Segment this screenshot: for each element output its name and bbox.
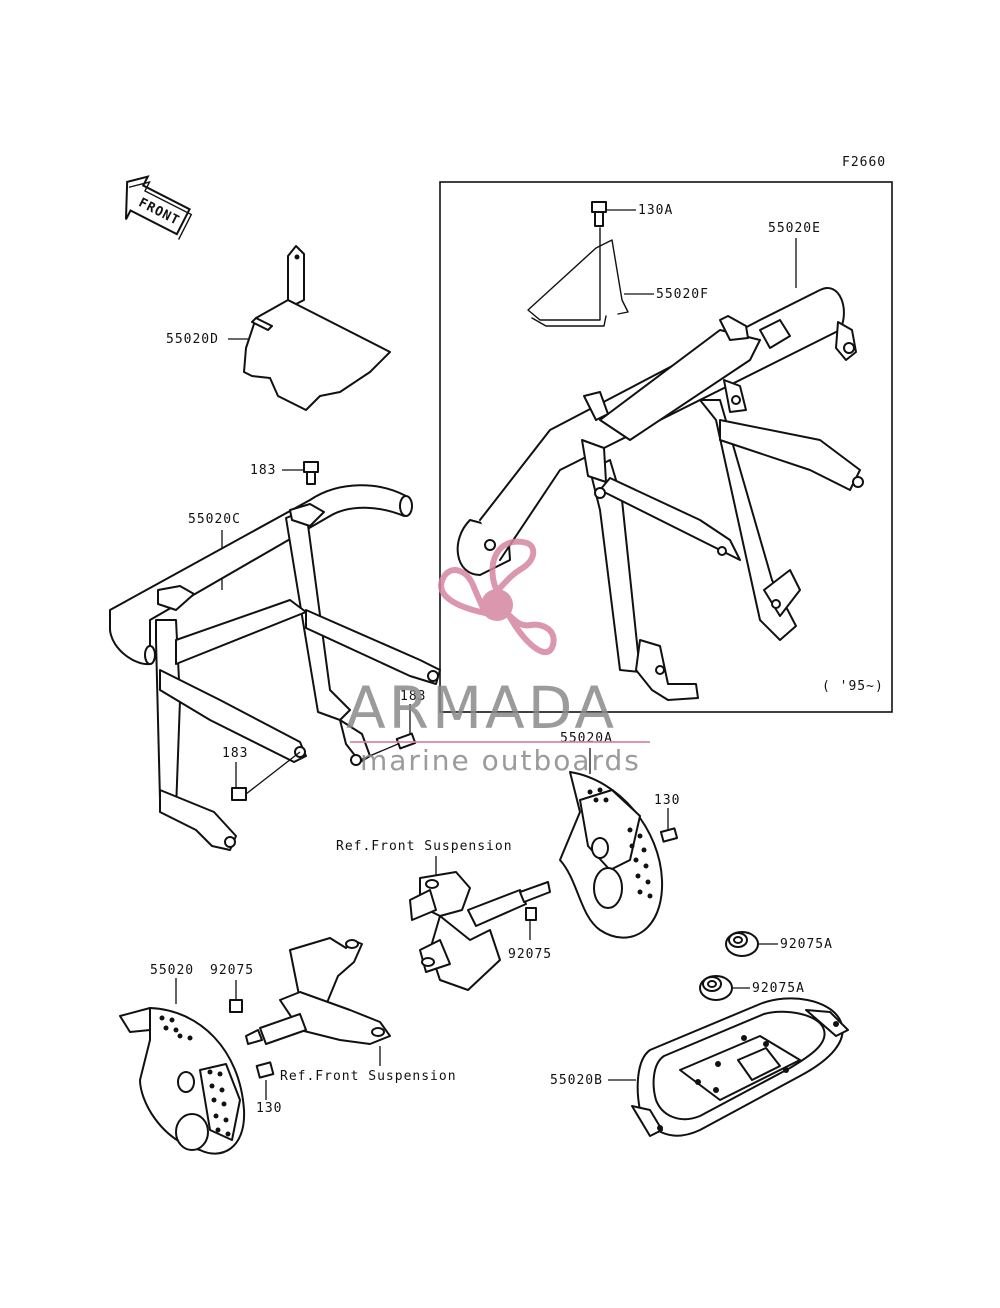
- label-183-left: 183: [222, 746, 248, 761]
- bushing-92075A-lower: [699, 975, 733, 1001]
- label-55020D: 55020D: [166, 332, 219, 347]
- label-92075-left: 92075: [210, 963, 254, 978]
- year-note: ( '95~): [822, 679, 884, 694]
- label-92075-mid: 92075: [508, 947, 552, 962]
- model-year-box: [439, 181, 893, 713]
- label-130-right: 130: [654, 793, 680, 808]
- front-arrow-icon: FRONT: [124, 175, 193, 240]
- bushing-92075A-upper: [725, 931, 759, 957]
- skid-plate-55020: [119, 1007, 246, 1155]
- bolt-130A: [591, 201, 607, 227]
- watermark-title: ARMADA: [346, 674, 617, 742]
- propeller-logo-icon: [438, 538, 557, 655]
- label-130A: 130A: [638, 203, 673, 218]
- bracket-55020F: [527, 227, 629, 327]
- label-55020F: 55020F: [656, 287, 709, 302]
- label-55020C: 55020C: [188, 512, 241, 527]
- footrest-55020B: [631, 997, 849, 1137]
- label-92075A-lower: 92075A: [752, 981, 805, 996]
- nut-92075-left: [229, 999, 243, 1013]
- label-55020: 55020: [150, 963, 194, 978]
- frame-55020C: [109, 484, 441, 851]
- skid-plate-55020A: [559, 771, 664, 939]
- bolt-130-left: [255, 1061, 275, 1079]
- label-92075A-upper: 92075A: [780, 937, 833, 952]
- diagram-code: F2660: [842, 155, 886, 170]
- label-55020B: 55020B: [550, 1073, 603, 1088]
- ref-front-suspension-upper: Ref.Front Suspension: [336, 839, 513, 854]
- frame-55020E: [456, 287, 864, 701]
- bolt-183-top: [303, 461, 319, 485]
- steering-knuckle-upper: [409, 871, 551, 991]
- label-130-left: 130: [256, 1101, 282, 1116]
- label-183-mid: 183: [400, 689, 426, 704]
- nut-92075-mid: [525, 907, 537, 921]
- bolt-130-right: [659, 827, 679, 843]
- bolt-183-left: [231, 751, 301, 801]
- watermark: ARMADA marine outboards: [346, 538, 650, 777]
- plate-55020D: [243, 245, 391, 411]
- label-55020E: 55020E: [768, 221, 821, 236]
- label-183-top: 183: [250, 463, 276, 478]
- ref-front-suspension-lower: Ref.Front Suspension: [280, 1069, 457, 1084]
- steering-knuckle-lower: [245, 937, 391, 1045]
- watermark-subtitle: marine outboards: [360, 744, 641, 777]
